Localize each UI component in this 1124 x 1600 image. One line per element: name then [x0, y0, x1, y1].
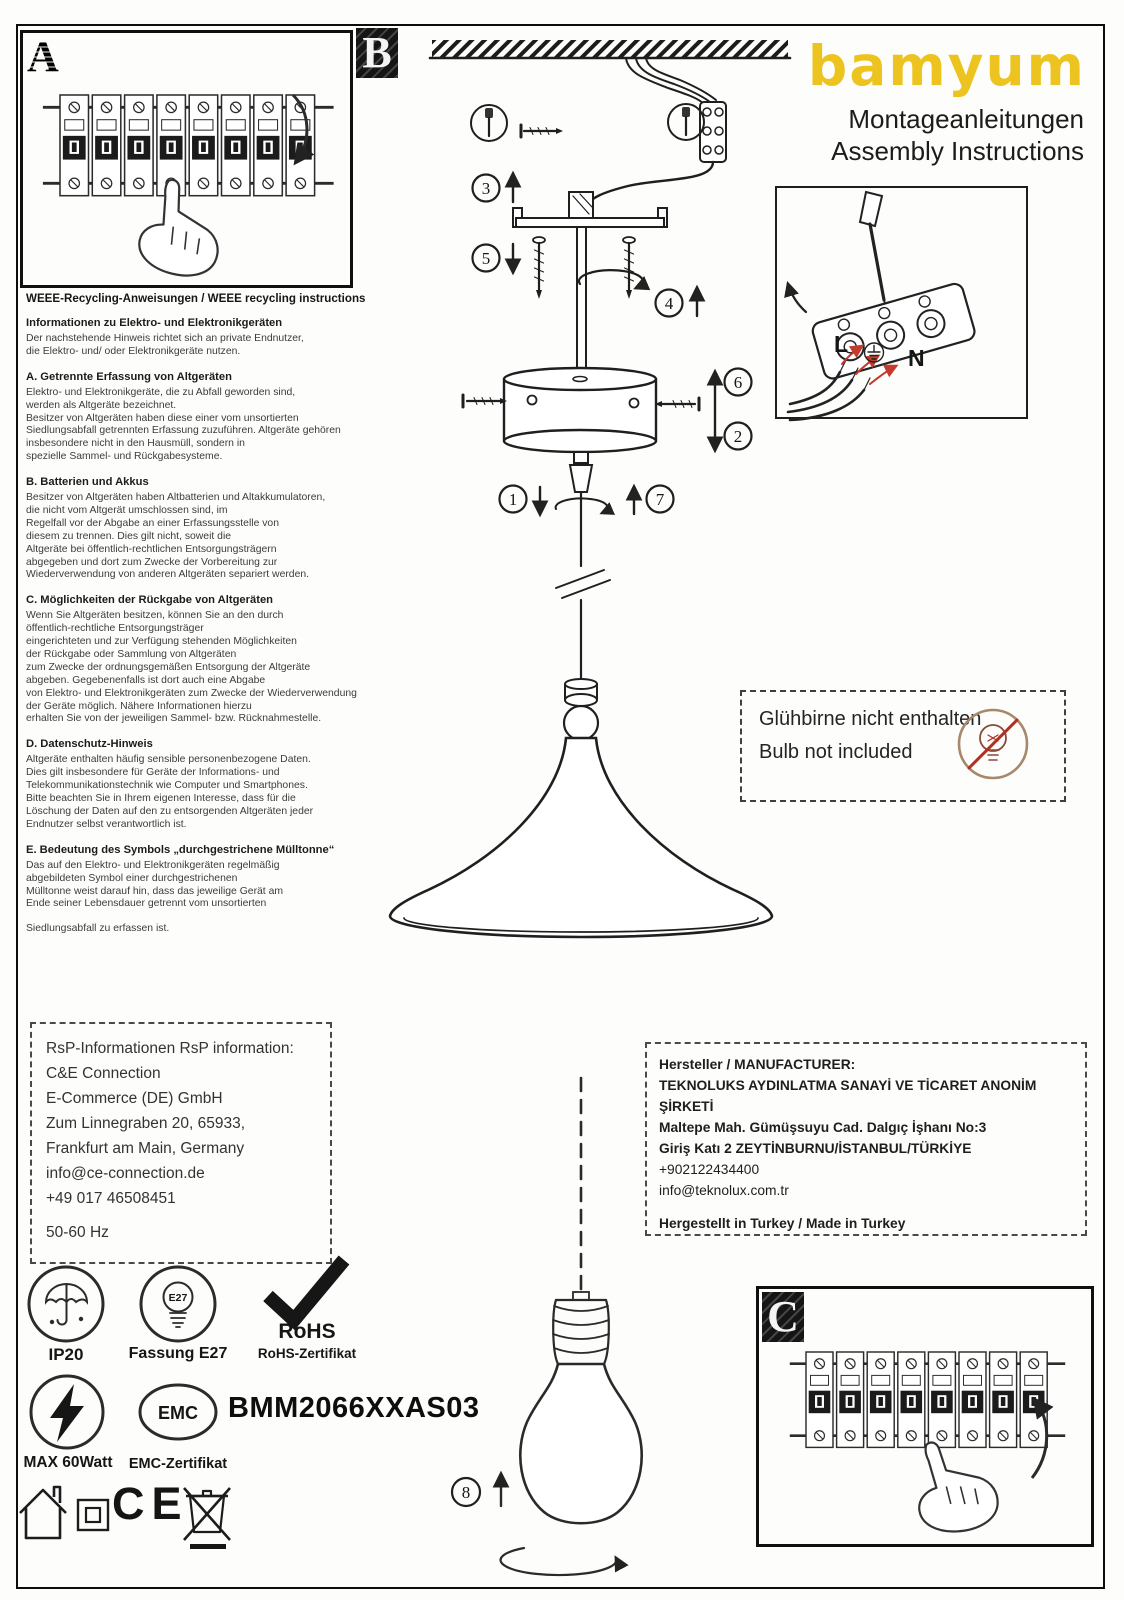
bulb-notice-de: Glühbirne nicht enthalten: [759, 708, 982, 730]
panel-c-label: C: [767, 1292, 799, 1341]
manufacturer-name: TEKNOLUKS AYDINLATMA SANAYİ VE TİCARET A…: [659, 1078, 1037, 1114]
subtitle-german: Montageanleitungen: [848, 104, 1084, 134]
ip20-label: IP20: [48, 1345, 84, 1364]
rsp-title: RsP-Informationen RsP information:: [46, 1040, 294, 1057]
panel-b-tile: B: [356, 28, 398, 78]
weee-heading: C. Möglichkeiten der Rückgabe von Altger…: [26, 594, 273, 607]
weee-footer: Siedlungsabfall zu erfassen ist.: [26, 923, 170, 935]
ce-mark: CE: [112, 1478, 189, 1529]
manufacturer-email: info@teknolux.com.tr: [659, 1183, 789, 1198]
weee-body: Besitzer von Altgeräten haben Altbatteri…: [26, 492, 326, 581]
bulb-not-included-box: Glühbirne nicht enthalten Bulb not inclu…: [740, 690, 1066, 802]
rsp-line: Zum Linnegraben 20, 65933,: [46, 1115, 246, 1132]
manufacturer-phone: +902122434400: [659, 1162, 760, 1177]
wiring-detail-box: [775, 186, 1028, 419]
panel-b-label: B: [362, 28, 392, 77]
manufacturer-title: Hersteller / MANUFACTURER:: [659, 1057, 856, 1072]
weee-title: WEEE-Recycling-Anweisungen / WEEE recycl…: [26, 292, 366, 305]
weee-body: Altgeräte enthalten häufig sensible pers…: [26, 754, 314, 830]
weee-section: WEEE-Recycling-Anweisungen / WEEE recycl…: [26, 292, 414, 936]
weee-body: Der nachstehende Hinweis richtet sich an…: [26, 333, 304, 357]
weee-heading: Informationen zu Elektro- und Elektronik…: [26, 317, 283, 329]
weee-body: Elektro- und Elektronikgeräte, die zu Ab…: [26, 386, 341, 463]
manufacturer-box: Hersteller / MANUFACTURER: TEKNOLUKS AYD…: [645, 1042, 1087, 1236]
weee-body: Das auf den Elektro- und Elektronikgerät…: [26, 859, 284, 910]
subtitle-english: Assembly Instructions: [831, 136, 1084, 166]
rohs-cert-label: RoHS-Zertifikat: [257, 1346, 357, 1361]
made-in-label: Hergestellt in Turkey / Made in Turkey: [659, 1216, 906, 1231]
page-border: [16, 24, 1105, 1589]
rsp-line: E-Commerce (DE) GmbH: [46, 1090, 223, 1107]
panel-a-label: A: [27, 32, 59, 81]
manufacturer-address-1: Maltepe Mah. Gümüşsuyu Cad. Dalgıç İşhan…: [659, 1120, 987, 1135]
rsp-phone: +49 017 46508451: [46, 1190, 176, 1207]
panel-c: [756, 1286, 1094, 1547]
panel-a: [20, 30, 353, 288]
panel-c-tile: C: [762, 1292, 804, 1342]
rohs-label: RoHS: [278, 1320, 336, 1343]
brand-logo: bamyum: [807, 34, 1086, 98]
model-code: BMM2066XXAS03: [228, 1392, 480, 1424]
rsp-email: info@ce-connection.de: [46, 1165, 205, 1182]
rsp-frequency: 50-60 Hz: [46, 1224, 109, 1241]
socket-label: Fassung E27: [128, 1345, 228, 1362]
weee-heading: B. Batterien und Akkus: [26, 476, 149, 489]
rsp-info-box: RsP-Informationen RsP information: C&E C…: [30, 1022, 332, 1264]
rsp-line: Frankfurt am Main, Germany: [46, 1140, 245, 1157]
emc-cert-label: EMC-Zertifikat: [128, 1456, 228, 1472]
weee-heading: E. Bedeutung des Symbols „durchgestriche…: [26, 843, 335, 856]
weee-heading: D. Datenschutz-Hinweis: [26, 738, 153, 751]
manufacturer-address-2: Giriş Katı 2 ZEYTİNBURNU/İSTANBUL/TÜRKİY…: [659, 1141, 972, 1156]
weee-body: Wenn Sie Altgeräten besitzen, können Sie…: [26, 610, 357, 725]
weee-heading: A. Getrennte Erfassung von Altgeräten: [26, 370, 232, 383]
max-watt-label: MAX 60Watt: [23, 1454, 113, 1471]
rsp-line: C&E Connection: [46, 1065, 161, 1082]
bulb-notice-en: Bulb not included: [759, 741, 913, 763]
